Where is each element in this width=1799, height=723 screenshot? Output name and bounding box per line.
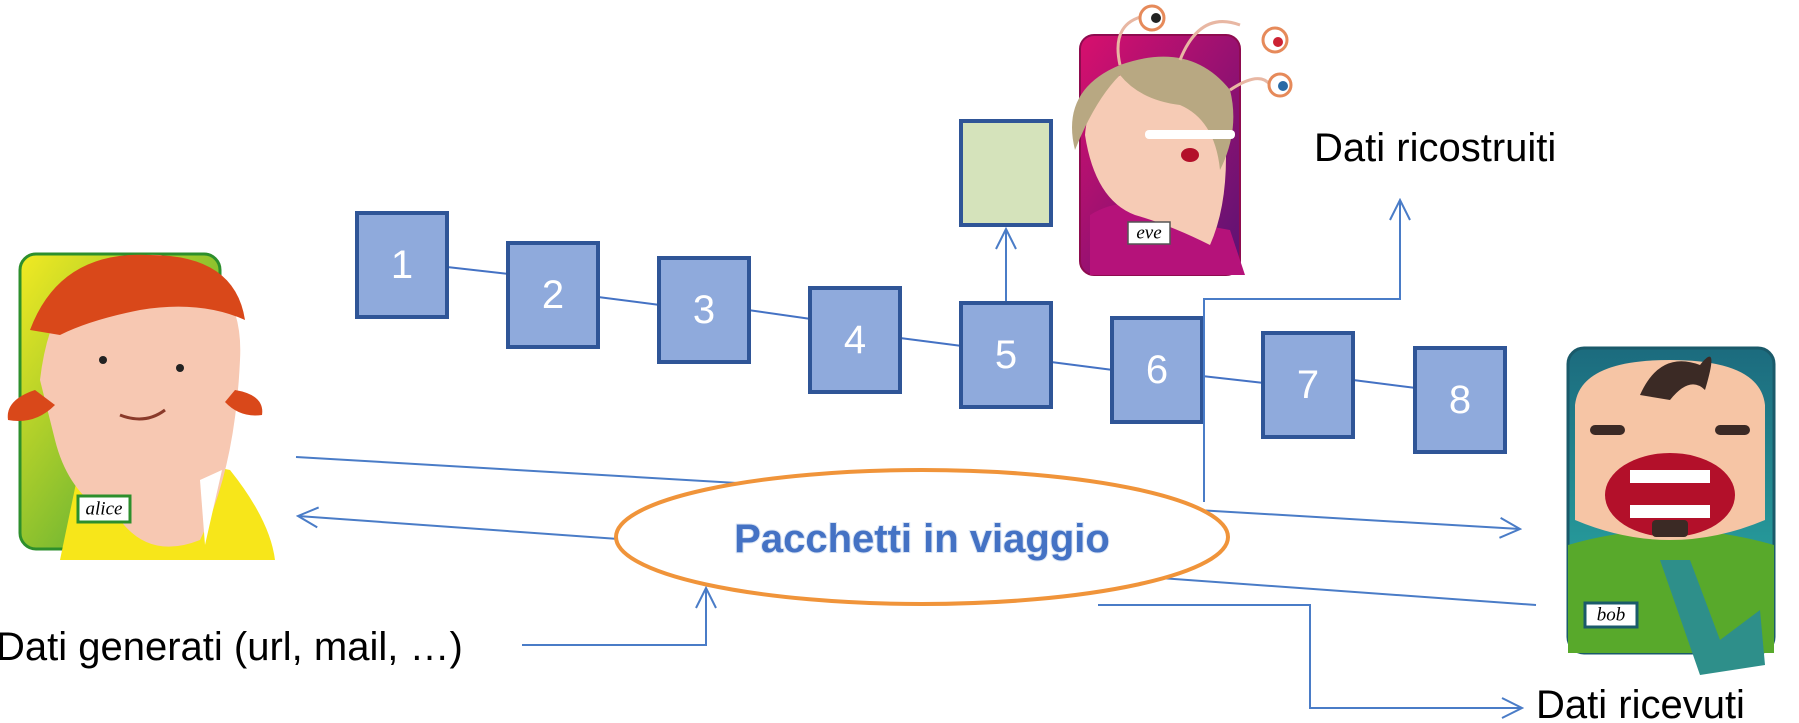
packets-in-transit-bubble: Pacchetti in viaggio <box>614 468 1230 606</box>
bubble-label: Pacchetti in viaggio <box>734 517 1110 561</box>
bob-illustration: bob <box>1566 346 1776 675</box>
alice-illustration: alice <box>7 252 275 560</box>
caption-generated-data: Dati generati (url, mail, …) <box>0 625 463 669</box>
eve-name-tag: eve <box>1136 223 1161 244</box>
packet-6: 6 <box>1110 316 1204 424</box>
packet-6-label: 6 <box>1146 348 1168 392</box>
packet-7: 7 <box>1261 331 1355 439</box>
packet-8: 8 <box>1413 346 1507 454</box>
bob-name-tag: bob <box>1597 605 1626 626</box>
received-data-arrow <box>1098 604 1522 708</box>
packet-1-label: 1 <box>391 243 413 287</box>
packet-2-label: 2 <box>542 273 564 317</box>
intercepted-packet-copy <box>959 119 1053 227</box>
packet-2: 2 <box>506 241 600 349</box>
packet-4: 4 <box>808 286 902 394</box>
packet-7-label: 7 <box>1297 363 1319 407</box>
alice-name-tag: alice <box>86 499 123 520</box>
caption-received-data: Dati ricevuti <box>1536 683 1745 723</box>
eve-illustration: eve <box>1072 4 1293 276</box>
packet-chain <box>446 266 1417 389</box>
packet-3-label: 3 <box>693 288 715 332</box>
packet-1: 1 <box>355 211 449 319</box>
caption-rebuilt-data: Dati ricostruiti <box>1314 126 1556 170</box>
eve-rebuild-arrow <box>1203 200 1400 502</box>
packet-4-label: 4 <box>844 318 866 362</box>
packet-8-label: 8 <box>1449 378 1471 422</box>
generated-data-arrow <box>522 588 706 646</box>
packet-3: 3 <box>657 256 751 364</box>
packet-5-label: 5 <box>995 333 1017 377</box>
packet-5: 5 <box>959 301 1053 409</box>
